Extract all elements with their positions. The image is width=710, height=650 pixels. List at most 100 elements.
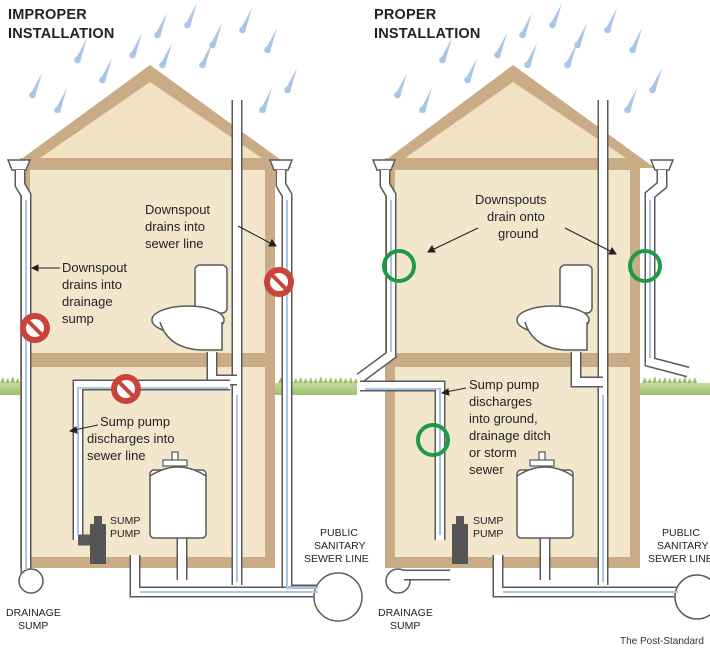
- label-sump-pump: SUMP: [110, 515, 140, 527]
- label-line: discharges: [469, 394, 532, 409]
- rain-drop: [519, 31, 526, 39]
- rain-drop: [440, 38, 452, 62]
- label-drainage-sump: SUMP: [390, 620, 420, 632]
- rain-drop: [185, 3, 197, 27]
- public-sewer-main: [674, 574, 710, 620]
- leader-arrows: [30, 225, 617, 434]
- label-line: drains into: [145, 219, 205, 234]
- rain-drop: [495, 33, 507, 57]
- prohibited-icon: [264, 267, 294, 297]
- rain-drop: [210, 23, 222, 47]
- label-line: into ground,: [469, 411, 538, 426]
- rain-drop: [285, 68, 297, 92]
- label-line: Sump pump: [100, 414, 170, 429]
- label-sump-pump: PUMP: [473, 528, 503, 540]
- label-sump-pump: SUMP: [473, 515, 503, 527]
- gutter-left: [371, 159, 397, 171]
- title-improper-line2: INSTALLATION: [8, 26, 115, 42]
- rain-drop: [604, 26, 611, 34]
- rain-drop: [29, 91, 36, 99]
- rain-drop: [154, 31, 161, 39]
- rain-drop: [75, 38, 87, 62]
- gutter-right: [649, 159, 675, 171]
- sump-pump-icon: [90, 516, 106, 564]
- label-downspouts-ground: Downspouts drain onto ground: [475, 192, 547, 241]
- rain-drop: [129, 51, 136, 59]
- label-downspout-sump: Downspout drains into drainage sump: [62, 260, 127, 326]
- rain-drop: [130, 33, 142, 57]
- label-line: sewer line: [145, 236, 204, 251]
- rain-drop: [159, 61, 166, 69]
- title-proper-line2: INSTALLATION: [374, 26, 481, 42]
- approved-circle-icon: [628, 249, 662, 283]
- label-public-sewer: PUBLIC SANITARY SEWER LINE: [304, 527, 369, 565]
- label-line: PUBLIC: [320, 527, 358, 539]
- rain-drop: [155, 13, 167, 37]
- label-line: SANITARY: [314, 540, 366, 552]
- label-drainage-sump: DRAINAGE: [378, 607, 433, 619]
- public-sewer-main: [313, 572, 363, 622]
- rain-drop: [624, 106, 631, 114]
- prohibited-icon: [20, 313, 50, 343]
- label-line: drains into: [62, 277, 122, 292]
- label-sump-pump-ground: Sump pump discharges into ground, draina…: [469, 377, 551, 477]
- label-line: SANITARY: [657, 540, 709, 552]
- rain-drop: [549, 21, 556, 29]
- ground-grass: [0, 376, 710, 395]
- rain-drop: [99, 76, 106, 84]
- rain-drop: [525, 43, 537, 67]
- label-public-sewer: PUBLIC SANITARY SEWER LINE: [648, 527, 710, 565]
- rain-drop: [420, 88, 432, 112]
- label-line: Sump pump: [469, 377, 539, 392]
- water-tank-icon: [149, 451, 207, 539]
- label-line: or storm: [469, 445, 517, 460]
- rain-drop: [564, 61, 571, 69]
- rain-drop: [524, 61, 531, 69]
- label-line: SEWER LINE: [648, 553, 710, 565]
- title-proper-line1: PROPER: [374, 7, 437, 23]
- rain-drop: [240, 8, 252, 32]
- rain-drop: [284, 86, 291, 94]
- approved-circle-icon: [416, 423, 450, 457]
- rain-drop: [395, 73, 407, 97]
- rain-drop: [264, 46, 271, 54]
- label-drainage-sump: DRAINAGE: [6, 607, 61, 619]
- label-line: PUBLIC: [662, 527, 700, 539]
- rain-drops: [29, 3, 662, 114]
- sump-pump-icon: [452, 516, 468, 564]
- rain-drop: [260, 88, 272, 112]
- rain-drop: [160, 43, 172, 67]
- rain-drop: [520, 13, 532, 37]
- label-line: Downspouts: [475, 192, 547, 207]
- rain-drop: [200, 43, 212, 67]
- rain-drop: [494, 51, 501, 59]
- rain-drop: [419, 106, 426, 114]
- label-line: drainage: [62, 294, 113, 309]
- rain-drop: [100, 58, 112, 82]
- title-improper-line1: IMPROPER: [8, 7, 87, 23]
- label-line: ground: [498, 226, 538, 241]
- label-line: Downspout: [145, 202, 210, 217]
- rain-drop: [30, 73, 42, 97]
- water-tank-icon: [516, 451, 574, 539]
- label-line: SEWER LINE: [304, 553, 369, 565]
- rain-drop: [565, 43, 577, 67]
- rain-drop: [265, 28, 277, 52]
- rain-drop: [464, 76, 471, 84]
- rain-drop: [650, 68, 662, 92]
- label-sump-pump-sewer: Sump pump discharges into sewer line: [87, 414, 174, 463]
- label-drainage-sump: SUMP: [18, 620, 48, 632]
- rain-drop: [394, 91, 401, 99]
- label-sump-pump: PUMP: [110, 528, 140, 540]
- approved-circle-icon: [382, 249, 416, 283]
- rain-drop: [199, 61, 206, 69]
- label-line: sewer: [469, 462, 504, 477]
- rain-drop: [575, 23, 587, 47]
- rain-drop: [54, 106, 61, 114]
- credit-text: The Post-Standard: [620, 636, 704, 647]
- label-line: drain onto: [487, 209, 545, 224]
- rain-drop: [259, 106, 266, 114]
- label-line: Downspout: [62, 260, 127, 275]
- label-line: sewer line: [87, 448, 146, 463]
